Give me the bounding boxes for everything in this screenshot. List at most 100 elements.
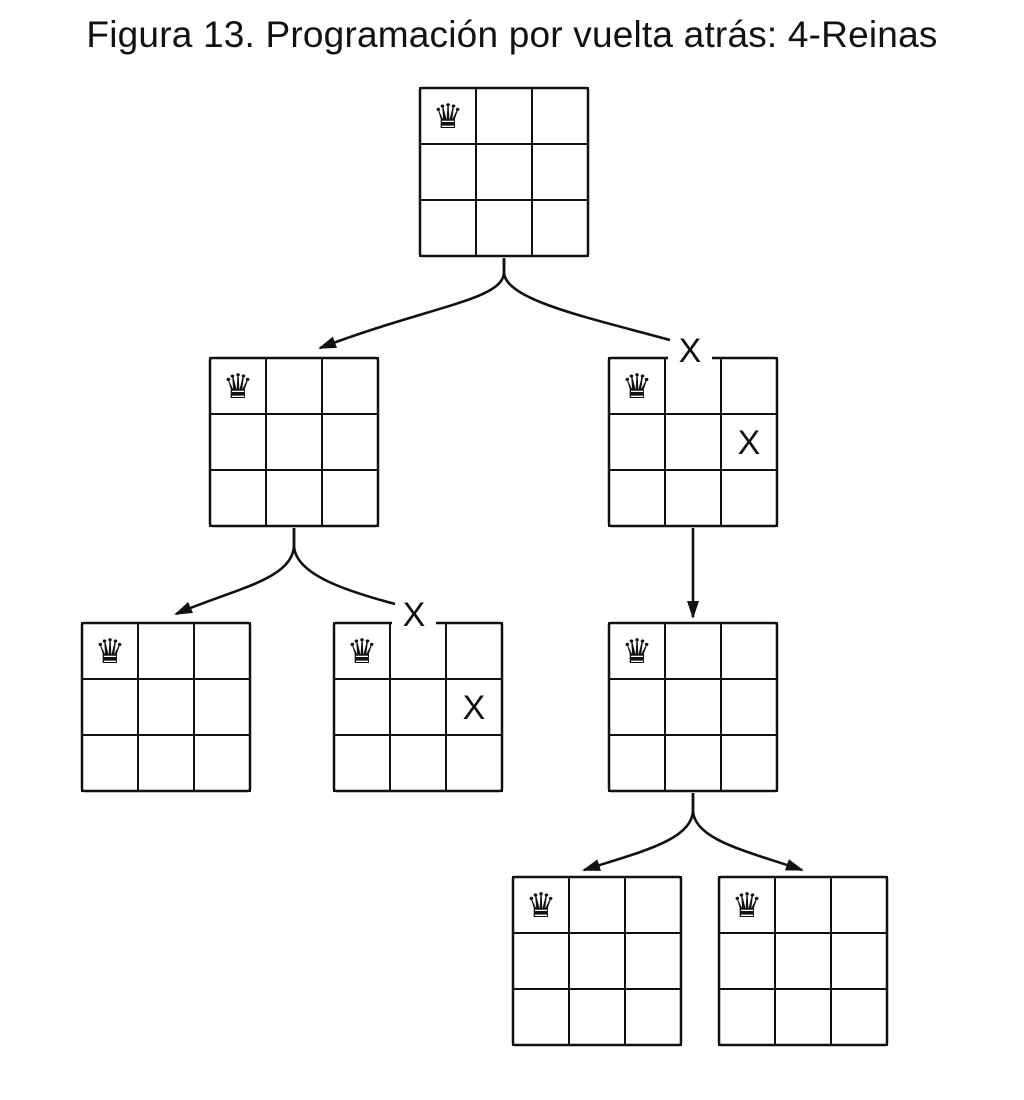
pruned-edge-n2	[502, 258, 671, 342]
board-n2: ♛X	[607, 356, 779, 528]
queen-icon: ♛	[95, 632, 125, 672]
board-frame	[208, 356, 380, 528]
board-cell	[137, 734, 195, 792]
figure-title: Figura 13. Programación por vuelta atrás…	[86, 14, 938, 55]
queen-icon: ♛	[526, 886, 556, 926]
board-cell	[512, 988, 570, 1046]
board-n5: ♛	[607, 621, 779, 793]
board-cell	[321, 469, 379, 527]
cross-icon: X	[738, 424, 761, 462]
cross-icon: X	[679, 332, 702, 370]
board-cell	[531, 143, 589, 201]
board-cell	[81, 678, 139, 736]
board-cell	[720, 734, 778, 792]
queen-icon: ♛	[347, 632, 377, 672]
tree-edges	[174, 258, 804, 872]
edge-n5-n7	[691, 793, 804, 872]
board-cell	[419, 199, 477, 257]
board-cell	[512, 932, 570, 990]
board-n4: ♛X	[332, 621, 504, 793]
board-frame	[80, 621, 252, 793]
board-cell	[830, 876, 888, 934]
board-cell	[137, 622, 195, 680]
board-cell	[608, 469, 666, 527]
board-cell	[608, 413, 666, 471]
board-cell	[774, 988, 832, 1046]
board-cell	[193, 734, 251, 792]
board-cell	[664, 413, 722, 471]
cross-icon: X	[403, 596, 426, 634]
board-cell	[568, 988, 626, 1046]
board-cell	[475, 87, 533, 145]
board-cell	[718, 988, 776, 1046]
board-cell	[720, 357, 778, 415]
board-root: ♛	[418, 86, 590, 258]
board-cell	[568, 932, 626, 990]
board-cell	[664, 469, 722, 527]
board-cell	[193, 622, 251, 680]
board-cell	[720, 678, 778, 736]
board-cell	[333, 678, 391, 736]
board-cell	[624, 876, 682, 934]
tree-nodes: ♛♛♛X♛♛X♛♛♛	[80, 86, 889, 1047]
board-cell	[209, 413, 267, 471]
board-cell	[333, 734, 391, 792]
board-cell	[265, 413, 323, 471]
queen-icon: ♛	[622, 367, 652, 407]
board-cell	[419, 143, 477, 201]
queen-icon: ♛	[732, 886, 762, 926]
board-cell	[718, 932, 776, 990]
board-cell	[81, 734, 139, 792]
board-frame	[607, 621, 779, 793]
board-frame	[511, 875, 683, 1047]
pruning-marks: XX	[392, 332, 712, 634]
board-cell	[445, 734, 503, 792]
queen-icon: ♛	[433, 97, 463, 137]
board-cell	[720, 622, 778, 680]
board-cell	[389, 734, 447, 792]
cross-icon: X	[463, 689, 486, 727]
board-n6: ♛	[511, 875, 683, 1047]
board-cell	[664, 734, 722, 792]
border-gap	[668, 354, 712, 362]
board-cell	[830, 988, 888, 1046]
board-cell	[321, 357, 379, 415]
board-cell	[321, 413, 379, 471]
board-cell	[475, 143, 533, 201]
board-cell	[531, 87, 589, 145]
board-cell	[475, 199, 533, 257]
pruned-edge-n4	[292, 528, 396, 606]
board-cell	[624, 932, 682, 990]
board-frame	[418, 86, 590, 258]
board-cell	[774, 932, 832, 990]
board-frame	[717, 875, 889, 1047]
board-cell	[445, 622, 503, 680]
queen-icon: ♛	[223, 367, 253, 407]
board-cell	[720, 469, 778, 527]
board-cell	[265, 357, 323, 415]
board-cell	[664, 678, 722, 736]
board-cell	[608, 678, 666, 736]
board-n3: ♛	[80, 621, 252, 793]
board-cell	[265, 469, 323, 527]
queen-icon: ♛	[622, 632, 652, 672]
board-cell	[389, 678, 447, 736]
board-cell	[137, 678, 195, 736]
board-cell	[608, 734, 666, 792]
board-cell	[531, 199, 589, 257]
board-cell	[830, 932, 888, 990]
board-cell	[774, 876, 832, 934]
board-cell	[568, 876, 626, 934]
board-cell	[209, 357, 267, 415]
board-cell	[664, 622, 722, 680]
edge-n5-n6	[582, 793, 695, 872]
board-cell	[209, 469, 267, 527]
edge-root-n1	[318, 258, 506, 350]
board-n1: ♛	[208, 356, 380, 528]
board-cell	[193, 678, 251, 736]
edge-n1-n3	[174, 528, 296, 616]
border-gap	[392, 619, 436, 627]
board-cell	[624, 988, 682, 1046]
board-n7: ♛	[717, 875, 889, 1047]
